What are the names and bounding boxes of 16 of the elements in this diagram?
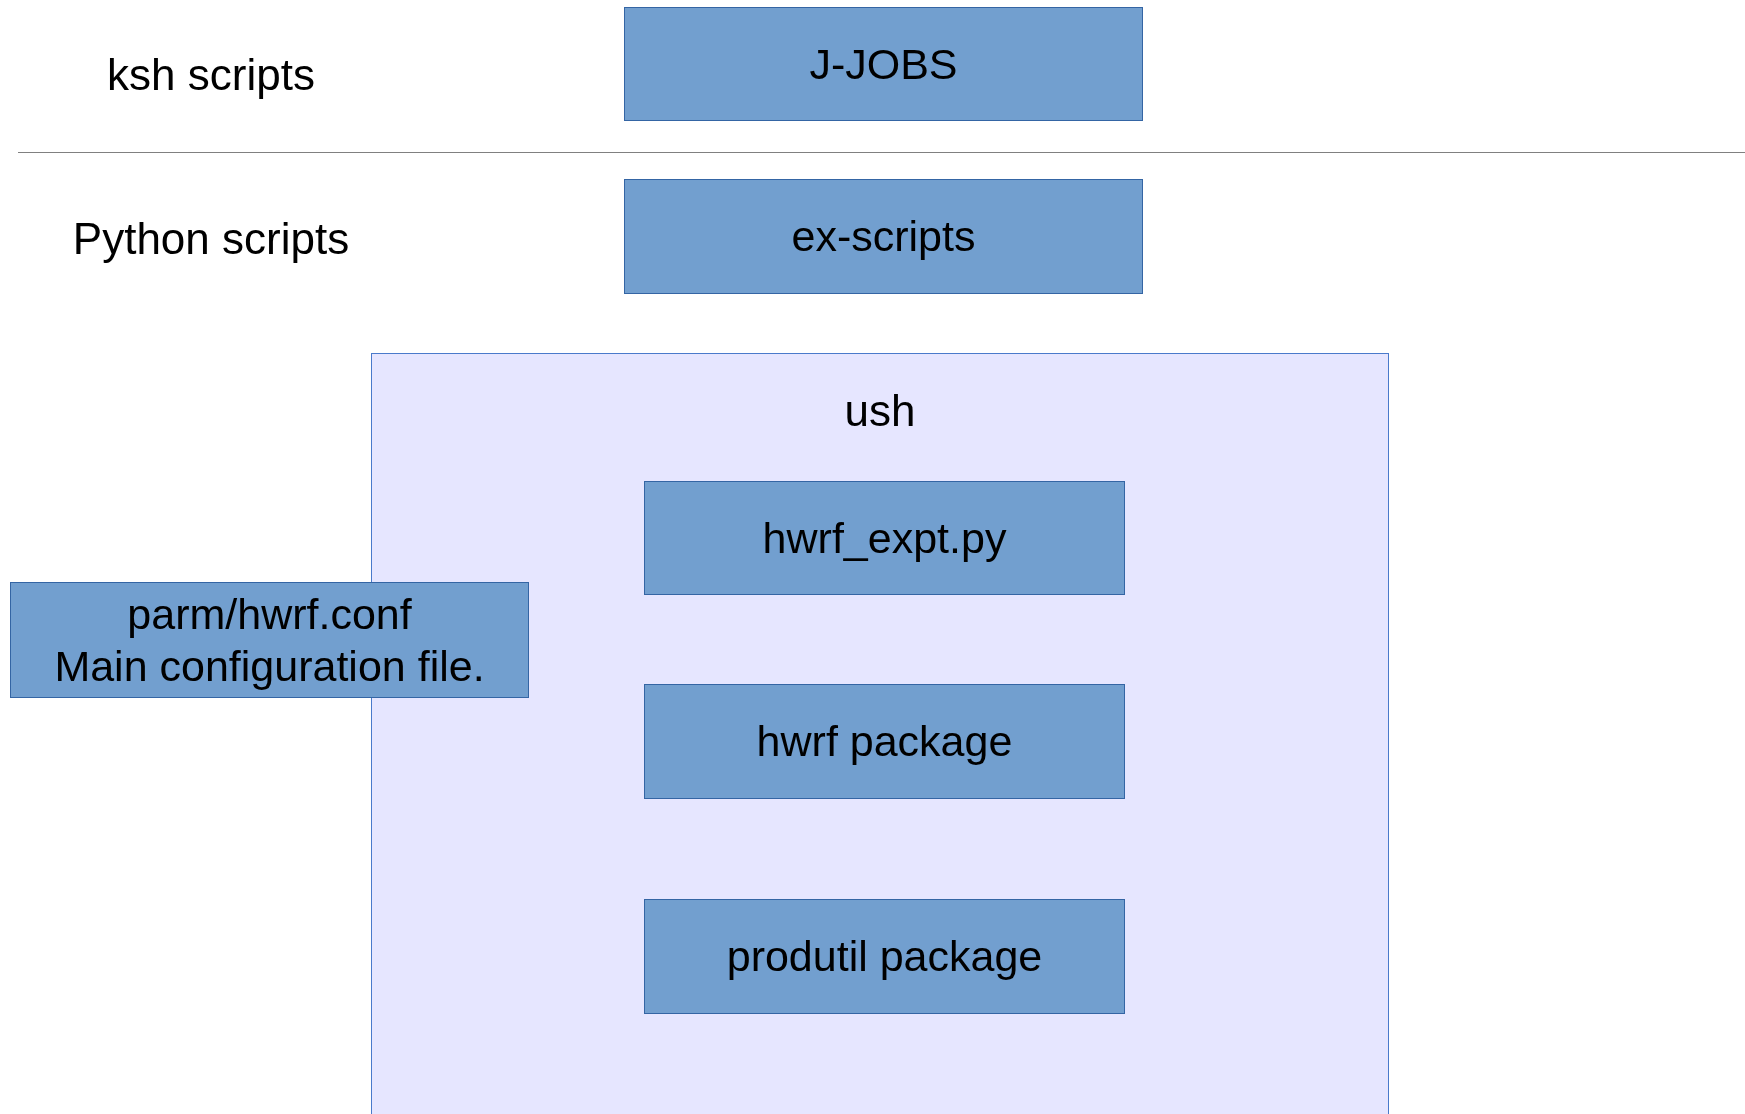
- node-label: J-JOBS: [809, 38, 958, 90]
- process-box: [10, 582, 529, 698]
- process-box: [644, 481, 1125, 595]
- process-box: [624, 179, 1143, 294]
- node-label: ush: [844, 385, 916, 437]
- process-box: [644, 899, 1125, 1014]
- node-label: ex-scripts: [791, 211, 976, 263]
- process-box: [624, 7, 1143, 121]
- node-label: produtil package: [726, 931, 1043, 983]
- node-label: Main configuration file.: [54, 641, 485, 692]
- process-box: [644, 684, 1125, 799]
- node-label: hwrf_expt.py: [762, 512, 1007, 564]
- section-label: Python scripts: [72, 214, 350, 264]
- node-label: hwrf package: [756, 716, 1013, 768]
- node-label: parm/hwrf.conf: [127, 588, 412, 640]
- section-label: ksh scripts: [107, 50, 315, 100]
